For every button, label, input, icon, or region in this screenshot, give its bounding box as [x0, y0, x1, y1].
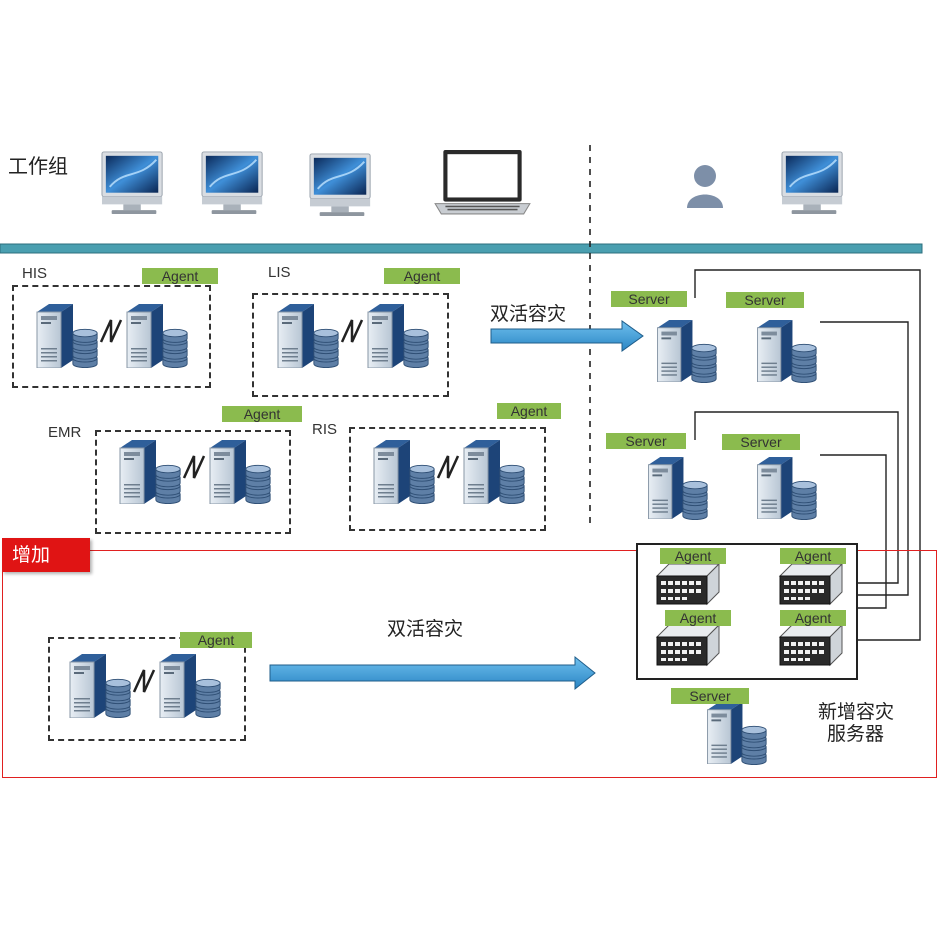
- monitor-icon: [200, 150, 264, 216]
- monitor-icon: [100, 150, 164, 216]
- new-server-title-line1: 新增容灾: [818, 701, 895, 723]
- dr-arrow-added: [269, 655, 596, 691]
- added-section-border: [2, 550, 937, 778]
- network-bar: [0, 243, 923, 254]
- server-tag: Server: [611, 291, 687, 307]
- server-tag: Server: [726, 292, 804, 308]
- server-icon: [648, 456, 684, 519]
- added-system-box: [48, 637, 246, 741]
- server-icon: [757, 319, 793, 382]
- monitor-icon: [308, 152, 372, 218]
- lis-label: LIS: [268, 264, 291, 281]
- ris-label: RIS: [312, 421, 338, 438]
- appliance-agent-tag: Agent: [660, 548, 726, 564]
- server-icon: [657, 319, 693, 382]
- dr-label-added: 双活容灾: [387, 618, 464, 640]
- ris-box: [349, 427, 546, 531]
- lis-box: [252, 293, 449, 397]
- added-agent-tag: Agent: [180, 632, 252, 648]
- appliance-agent-tag: Agent: [780, 548, 846, 564]
- emr-box: [95, 430, 291, 534]
- database-icon: [682, 480, 708, 520]
- appliance-agent-tag: Agent: [780, 610, 846, 626]
- server-tag: Server: [606, 433, 686, 449]
- his-agent-tag: Agent: [142, 268, 218, 284]
- added-tag: 增加: [2, 538, 90, 572]
- workgroup-label: 工作组: [8, 154, 68, 178]
- dr-label-top: 双活容灾: [490, 303, 567, 325]
- new-server-tag: Server: [671, 688, 749, 704]
- emr-label: EMR: [48, 424, 82, 441]
- new-server-title-line2: 服务器: [827, 723, 885, 745]
- laptop-icon: [434, 149, 531, 215]
- emr-agent-tag: Agent: [222, 406, 302, 422]
- server-icon: [757, 456, 793, 519]
- database-icon: [691, 343, 717, 383]
- his-box: [12, 285, 211, 388]
- ris-agent-tag: Agent: [497, 403, 561, 419]
- server-tag: Server: [722, 434, 800, 450]
- connection-lines: [694, 269, 921, 641]
- monitor-icon: [780, 150, 844, 216]
- user-icon: [687, 165, 723, 208]
- lis-agent-tag: Agent: [384, 268, 460, 284]
- dr-arrow-top: [490, 320, 644, 352]
- database-icon: [791, 480, 817, 520]
- his-label: HIS: [22, 265, 48, 282]
- database-icon: [791, 343, 817, 383]
- appliance-agent-tag: Agent: [665, 610, 731, 626]
